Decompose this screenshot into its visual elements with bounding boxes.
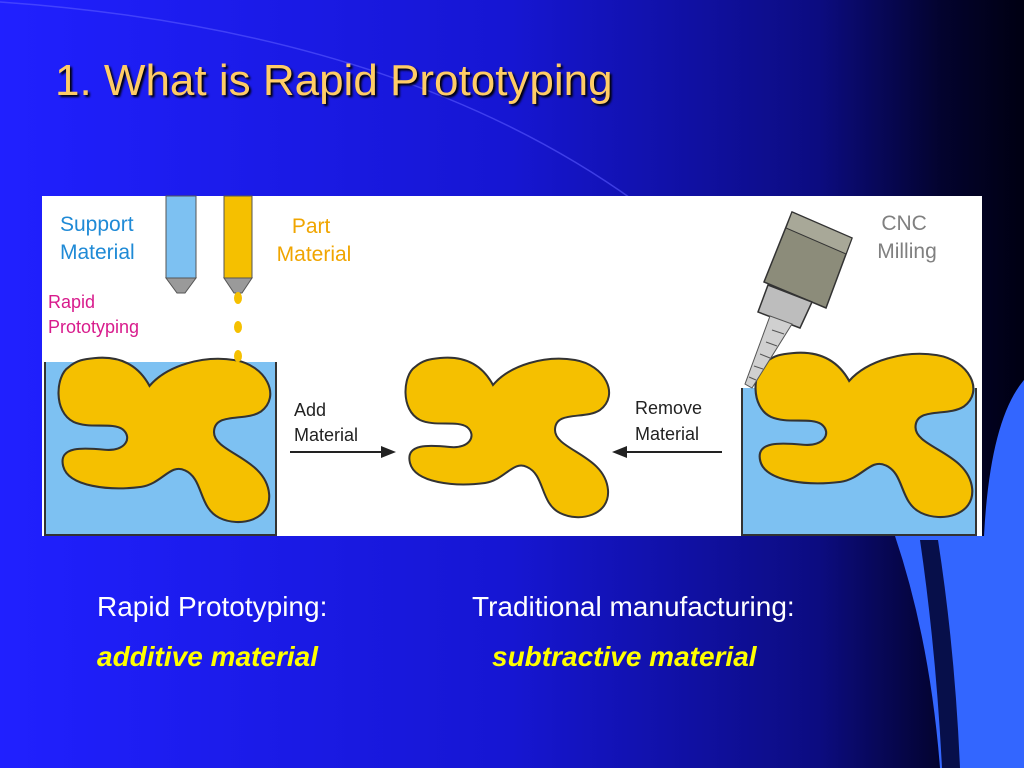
remove-material-label: Remove Material xyxy=(635,398,707,444)
traditional-manufacturing-heading: Traditional manufacturing: xyxy=(472,591,795,622)
remove-arrow-head xyxy=(612,446,627,458)
support-block-outline xyxy=(44,362,277,536)
material-drop xyxy=(234,321,242,333)
rapid-prototyping-label: Rapid Prototyping xyxy=(48,292,139,337)
add-material-label: Add Material xyxy=(294,400,358,445)
drill-flute xyxy=(765,341,778,347)
stock-block-outline xyxy=(741,388,977,536)
cnc-spindle-top xyxy=(785,211,853,255)
background-dark-strip xyxy=(920,540,960,768)
part-nozzle xyxy=(223,195,253,279)
support-nozzle-tip xyxy=(165,277,197,294)
support-nozzle xyxy=(165,195,197,279)
drill-flute xyxy=(771,329,785,335)
drill-flute xyxy=(759,353,771,359)
rapid-prototyping-heading: Rapid Prototyping: xyxy=(97,591,328,622)
add-arrow-head xyxy=(381,446,396,458)
material-drop xyxy=(234,350,242,362)
additive-material-text: additive material xyxy=(97,641,318,672)
part-material-label: Part Material xyxy=(277,215,352,266)
cnc-milling-label: CNC Milling xyxy=(877,212,937,263)
cnc-collet xyxy=(757,284,814,329)
cnc-tool xyxy=(744,211,853,389)
part-nozzle-tip xyxy=(223,277,253,294)
drill-flute xyxy=(753,365,764,370)
drill-flute xyxy=(748,376,757,381)
background-arc xyxy=(0,1,641,206)
cnc-drill-bit xyxy=(744,315,793,389)
subtractive-material-text: subtractive material xyxy=(492,641,757,672)
material-drop xyxy=(234,292,242,304)
background-accent-shape xyxy=(895,380,1024,768)
slide-title: 1. What is Rapid Prototyping xyxy=(55,56,613,105)
support-material-label: Support Material xyxy=(60,213,139,264)
